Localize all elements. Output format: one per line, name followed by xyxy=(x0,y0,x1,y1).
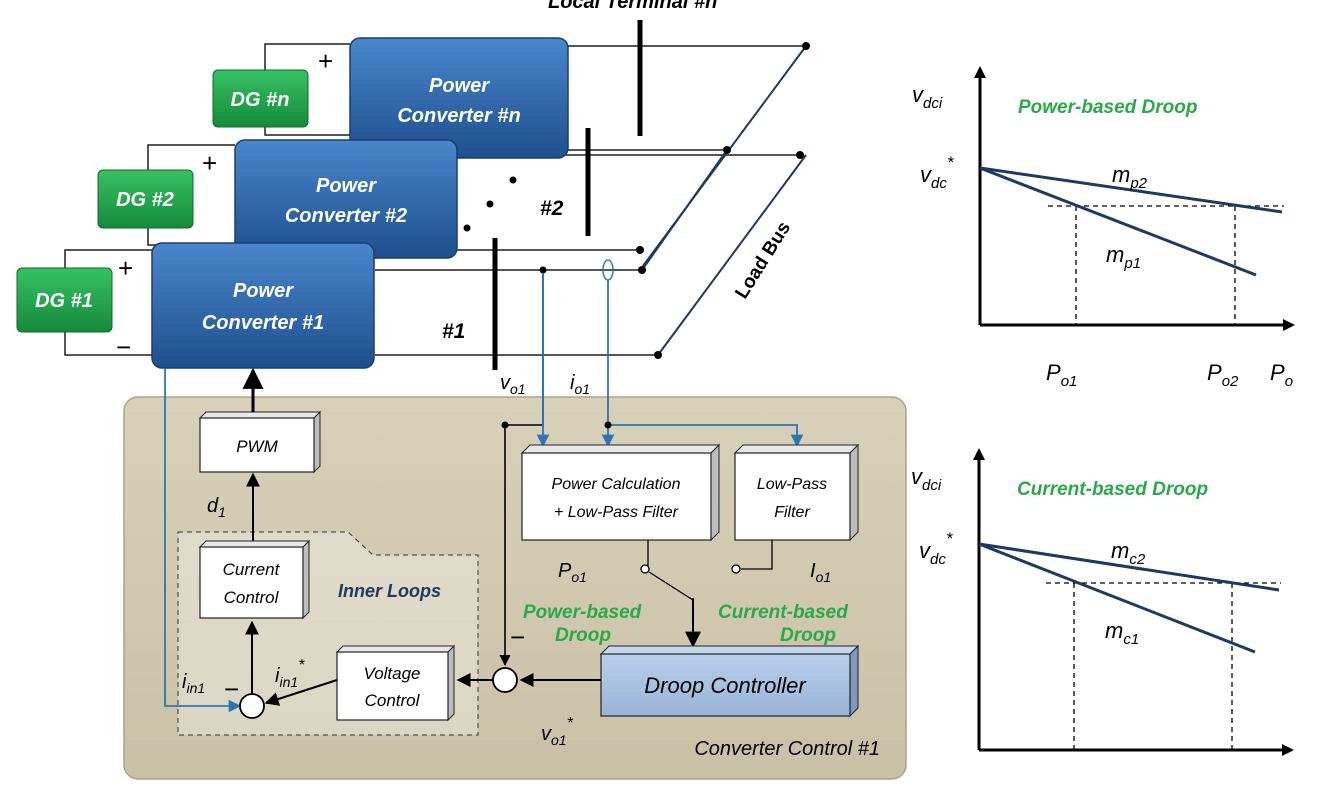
power-droop-chart: Power-based Droop vdci vdc* Po Po1 Po2 mp2 mp1 xyxy=(912,66,1295,390)
current-droop-chart: Current-based Droopvdcivdc*IoIo1Io2mc2mc… xyxy=(911,448,1294,792)
iin1-ref-label: iin1* xyxy=(275,657,305,690)
vo1-ref-label: vo1* xyxy=(541,715,574,748)
droop-line-2 xyxy=(978,542,1280,592)
series-1-label: mc1 xyxy=(1105,618,1139,648)
voltage-control-block: Voltage Control xyxy=(335,644,456,722)
series-2-label: mp2 xyxy=(1112,162,1148,192)
y-axis-label: vdci xyxy=(912,82,943,112)
minus-sign-1: − xyxy=(116,332,131,362)
plus-sign-1: + xyxy=(118,253,133,283)
converter-2-line1: Power xyxy=(316,175,377,197)
current-split-node xyxy=(604,421,612,429)
dg-n-label: DG #n xyxy=(231,89,290,111)
current-control-line1: Current xyxy=(223,560,281,579)
x-tick-1: Po1 xyxy=(1046,360,1077,390)
y-axis-arrow xyxy=(974,66,986,78)
terminal-2-label: #2 xyxy=(540,197,564,220)
lpf-line2: Filter xyxy=(774,504,810,521)
power-droop-label-line2: Droop xyxy=(555,625,611,646)
dg-1-label: DG #1 xyxy=(35,290,93,312)
chart-title: Power-based Droop xyxy=(1018,97,1197,118)
current-control-block: Current Control xyxy=(198,539,311,620)
power-calc-line2: + Low-Pass Filter xyxy=(554,504,679,521)
io1-label: io1 xyxy=(570,372,590,397)
converter-feedback-line xyxy=(164,368,242,713)
duty-label: d1 xyxy=(207,495,226,520)
outer-sum-minus: − xyxy=(510,622,525,652)
converter-2: Power Converter #2 xyxy=(234,139,458,259)
current-droop-label-line2: Droop xyxy=(780,625,836,646)
chart-title: Current-based Droop xyxy=(1017,479,1208,500)
dg-2-label: DG #2 xyxy=(116,189,174,211)
io1-out-label: Io1 xyxy=(810,560,831,585)
power-droop-label-line1: Power-based xyxy=(523,602,642,623)
voltage-feedback-node xyxy=(501,421,509,429)
x-axis-arrow xyxy=(1282,744,1294,756)
load-bus-lines xyxy=(639,45,807,356)
voltage-to-sum-arrow xyxy=(264,679,338,706)
dg-2: DG #2 xyxy=(97,169,194,229)
converter-1-line2: Converter #1 xyxy=(202,312,324,334)
load-bus-label: Load Bus xyxy=(731,218,795,303)
iin1-label: iin1 xyxy=(182,671,205,696)
droop-line-1 xyxy=(979,166,1257,277)
y-axis-label: vdci xyxy=(911,464,942,494)
converter-n-line1: Power xyxy=(429,75,490,97)
plus-sign-n: + xyxy=(318,46,333,76)
y-axis-arrow xyxy=(973,448,985,460)
converter-2-line2: Converter #2 xyxy=(285,205,407,227)
converter-1-line1: Power xyxy=(233,280,294,302)
voltage-tap-dot xyxy=(539,266,547,274)
series-2-label: mc2 xyxy=(1111,538,1146,568)
x-axis-label: Po xyxy=(1270,360,1293,390)
x-axis-arrow xyxy=(1283,319,1295,331)
pwm-label: PWM xyxy=(236,437,278,456)
outer-sum-junction xyxy=(492,667,518,693)
lpf-block: Low-Pass Filter xyxy=(733,443,860,542)
terminal-n-lines xyxy=(565,20,806,151)
y-intercept-label: vdc* xyxy=(920,153,955,192)
inner-sum-minus: − xyxy=(224,674,239,704)
lpf-line1: Low-Pass xyxy=(757,476,827,493)
x-tick-2: Po2 xyxy=(1207,360,1239,390)
series-1-label: mp1 xyxy=(1106,242,1141,272)
power-calc-block: Power Calculation + Low-Pass Filter xyxy=(520,443,721,542)
droop-line-2 xyxy=(979,166,1283,214)
control-panel-title: Converter Control #1 xyxy=(694,738,880,760)
inner-loops-label: Inner Loops xyxy=(338,581,441,601)
voltage-control-line2: Control xyxy=(365,691,421,710)
po1-label: Po1 xyxy=(558,560,587,585)
current-droop-label-line1: Current-based xyxy=(718,602,848,623)
terminal-1-label: #1 xyxy=(442,320,465,343)
droop-line-1 xyxy=(978,542,1256,654)
current-to-lpf-arrow xyxy=(608,424,804,448)
terminal-1-lines xyxy=(375,238,658,370)
current-control-line2: Control xyxy=(224,588,280,607)
droop-controller-block: Droop Controller xyxy=(599,644,860,718)
converter-1: Power Converter #1 xyxy=(151,242,375,369)
plus-sign-2: + xyxy=(202,148,217,178)
vo1-label: vo1 xyxy=(500,372,526,397)
droop-controller-label: Droop Controller xyxy=(644,673,807,698)
dg-n: DG #n xyxy=(212,69,309,128)
y-intercept-label: vdc* xyxy=(919,529,954,568)
inner-sum-junction xyxy=(239,693,265,719)
converter-n: Power Converter #n xyxy=(349,37,569,159)
voltage-control-line1: Voltage xyxy=(363,664,420,683)
top-terminal-label: Local Terminal #n xyxy=(548,0,717,13)
bus-junction-dots xyxy=(636,42,810,359)
dg-1: DG #1 xyxy=(16,267,113,333)
converter-n-line2: Converter #n xyxy=(397,105,520,127)
power-calc-line1: Power Calculation xyxy=(552,476,681,493)
droop-selector-switch xyxy=(640,540,773,601)
ellipsis-dots xyxy=(463,176,517,232)
pwm-block: PWM xyxy=(198,410,322,474)
